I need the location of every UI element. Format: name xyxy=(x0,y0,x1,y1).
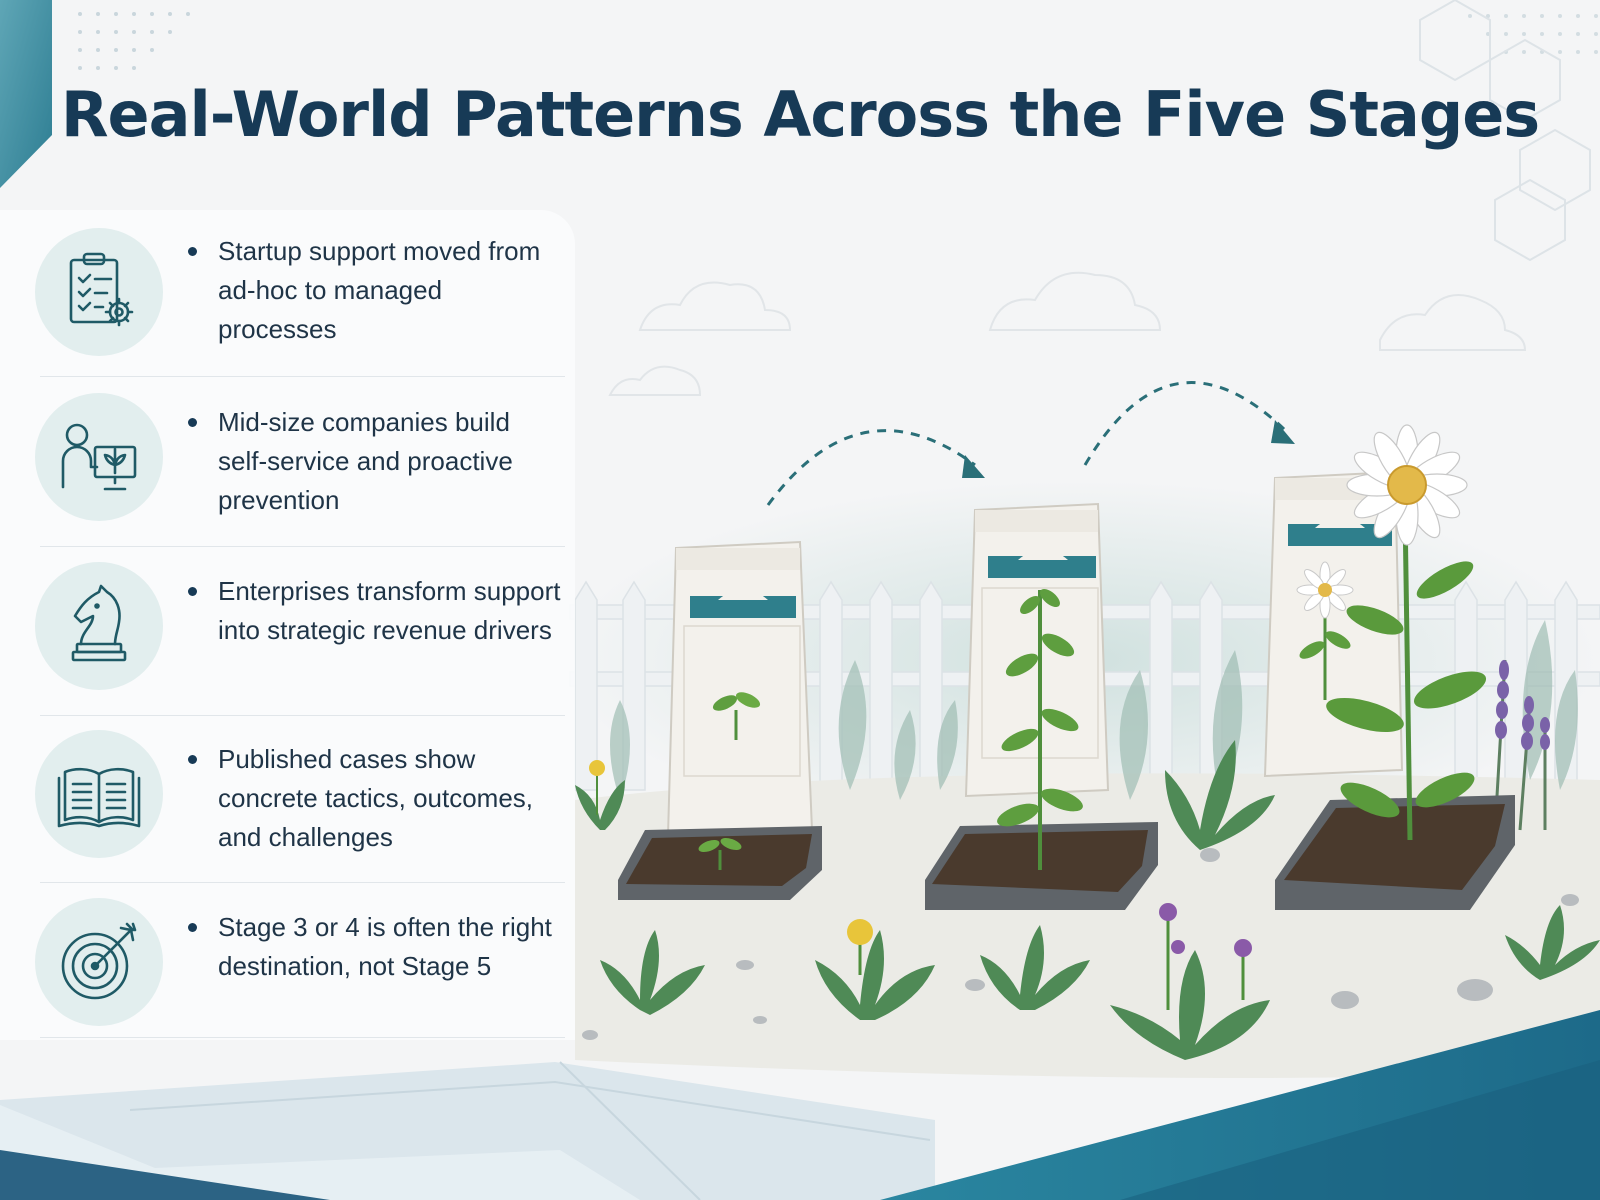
soil-bed-stage-1 xyxy=(618,826,822,900)
dot-pattern-top-left xyxy=(78,12,190,70)
soil-bed-stage-2 xyxy=(925,589,1158,910)
progress-arrows xyxy=(766,381,1287,506)
arrow-heads xyxy=(962,420,1295,478)
thistles xyxy=(1159,903,1252,1010)
pattern-text-published-cases: Published cases show concrete tactics, o… xyxy=(218,744,534,852)
divider xyxy=(40,715,565,716)
lavender-plant xyxy=(1493,659,1550,831)
weeds xyxy=(575,740,1600,1060)
chess-knight-icon xyxy=(35,562,163,690)
dandelions xyxy=(589,760,873,975)
seed-bag-stage-2 xyxy=(964,502,1110,798)
bullet-point xyxy=(188,418,197,427)
open-book-icon xyxy=(35,730,163,858)
seed-bag-stage-1 xyxy=(666,540,814,838)
dot-pattern-top-right xyxy=(1468,14,1598,54)
bullet-point xyxy=(188,755,197,764)
pattern-text-enterprises: Enterprises transform support into strat… xyxy=(218,576,561,645)
clipboard-gear-icon xyxy=(35,228,163,356)
person-monitor-icon xyxy=(35,393,163,521)
pattern-text-startup: Startup support moved from ad-hoc to man… xyxy=(218,236,541,344)
target-arrow-icon xyxy=(35,898,163,1026)
patterns-panel: Startup support moved from ad-hoc to man… xyxy=(0,210,575,1040)
corner-decoration-top-left xyxy=(0,0,52,188)
divider xyxy=(40,1037,565,1038)
divider xyxy=(40,546,565,547)
divider xyxy=(40,882,565,883)
hexagon-pattern xyxy=(1419,0,1591,262)
bullet-point xyxy=(188,247,197,256)
bottom-band-left xyxy=(0,1150,330,1200)
seed-bag-stage-3 xyxy=(1263,470,1404,778)
clouds xyxy=(608,271,1527,396)
pattern-text-midsize: Mid-size companies build self-service an… xyxy=(218,407,513,515)
daisy-flower xyxy=(1326,424,1487,841)
page-title: Real-World Patterns Across the Five Stag… xyxy=(60,78,1540,151)
divider xyxy=(40,376,565,377)
bottom-band-right xyxy=(880,1010,1600,1200)
soil-bed-stage-3 xyxy=(1275,795,1515,910)
pattern-text-stage-destination: Stage 3 or 4 is often the right destinat… xyxy=(218,912,552,981)
bullet-point xyxy=(188,587,197,596)
bullet-point xyxy=(188,923,197,932)
